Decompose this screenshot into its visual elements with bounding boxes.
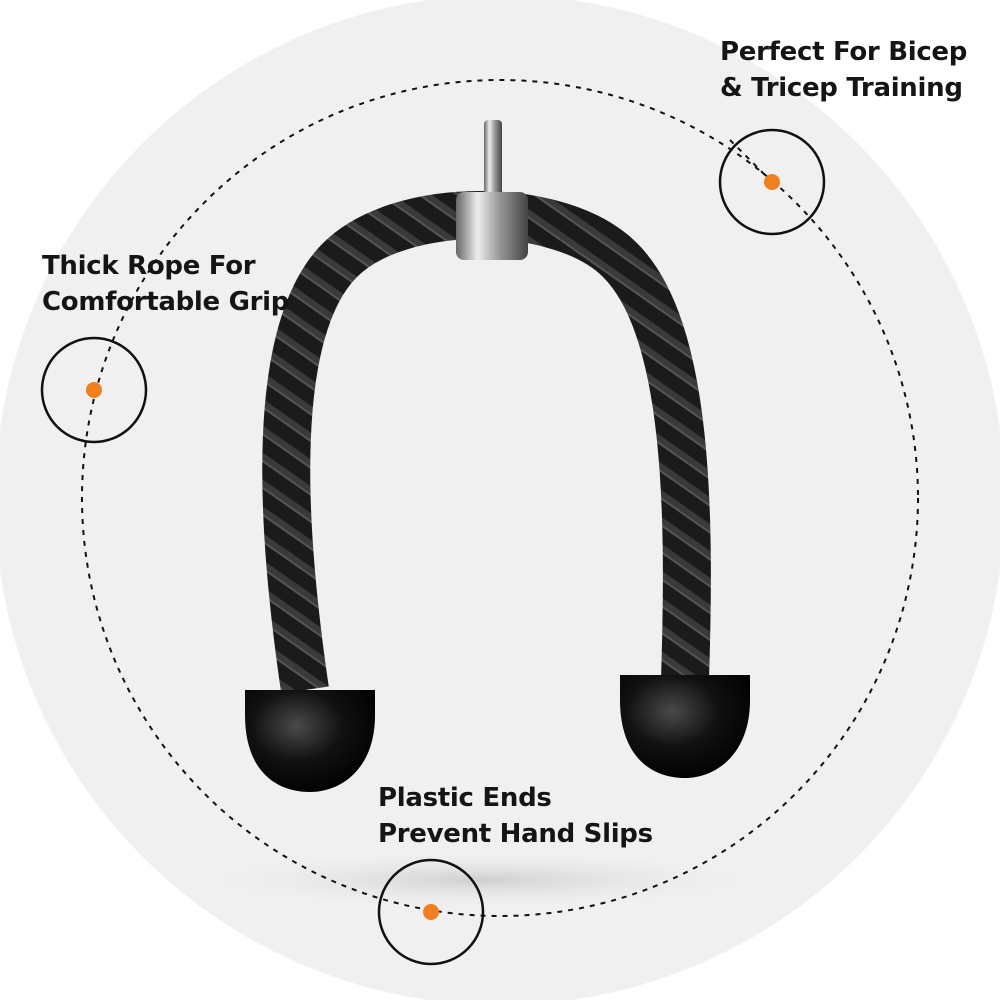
callout-line: Prevent Hand Slips	[378, 819, 653, 849]
callout-line: Thick Rope For	[42, 251, 256, 281]
marker-bicep-tricep	[718, 128, 826, 236]
left-plastic-end-icon	[245, 690, 375, 792]
callout-bicep-tricep: Perfect For Bicep & Tricep Training	[720, 34, 967, 106]
callout-thick-rope: Thick Rope For Comfortable Grip	[42, 248, 289, 320]
dashed-guide-circle	[81, 79, 919, 917]
callout-line: Plastic Ends	[378, 783, 552, 813]
hook-icon	[484, 120, 502, 200]
callout-line: & Tricep Training	[720, 73, 963, 103]
marker-plastic-ends	[377, 858, 485, 966]
callout-plastic-ends: Plastic Ends Prevent Hand Slips	[378, 780, 653, 852]
callout-line: Perfect For Bicep	[720, 37, 968, 67]
floor-shadow	[180, 850, 780, 910]
metal-clamp-icon	[456, 192, 528, 260]
marker-thick-rope	[40, 336, 148, 444]
right-plastic-end-icon	[620, 675, 750, 778]
callout-line: Comfortable Grip	[42, 287, 290, 317]
